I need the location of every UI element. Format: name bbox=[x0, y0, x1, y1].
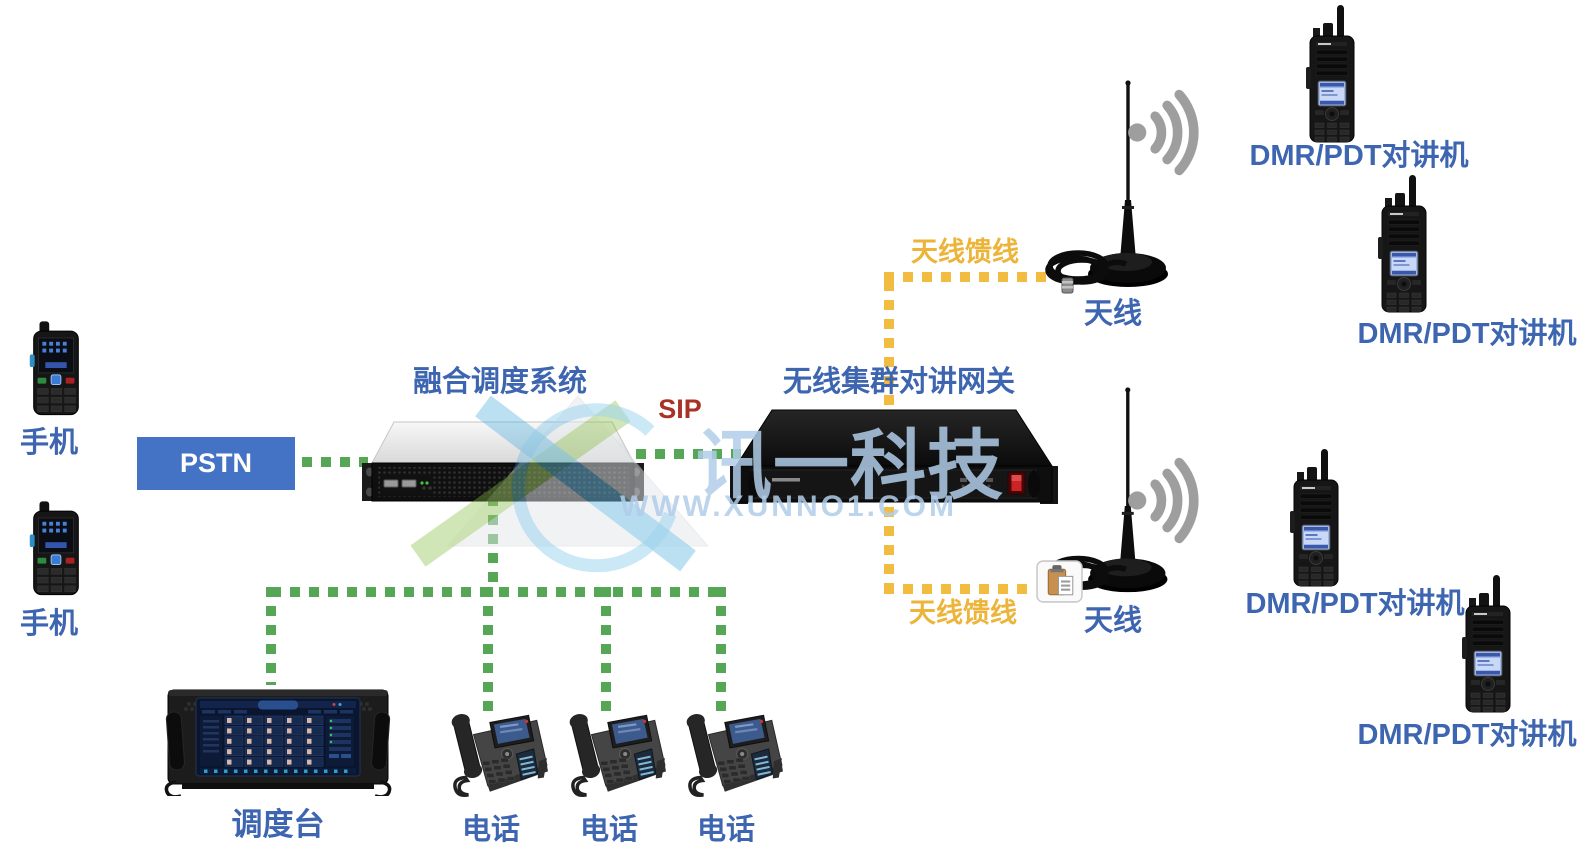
rf-signal-bottom-icon bbox=[1122, 452, 1210, 548]
gateway-image bbox=[730, 409, 1058, 504]
gateway-label: 无线集群对讲网关 bbox=[782, 366, 1015, 398]
pstn-box: PSTN bbox=[137, 437, 295, 490]
desk-phone-2-image bbox=[567, 710, 667, 797]
desk-phone-2-label: 电话 bbox=[579, 814, 638, 846]
feeder-bottom-horizontal bbox=[884, 584, 1036, 594]
desk-phone-1-label: 电话 bbox=[461, 814, 520, 846]
dispatch-system-label: 融合调度系统 bbox=[412, 366, 587, 398]
feeder-top-label: 天线馈线 bbox=[911, 237, 1019, 267]
link-to-phone1 bbox=[483, 587, 493, 713]
link-to-console bbox=[266, 587, 276, 685]
link-pstn-to-dispatch bbox=[302, 457, 368, 467]
dmr-radio-4-label: DMR/PDT对讲机 bbox=[1357, 719, 1577, 751]
antenna-top-label: 天线 bbox=[1083, 298, 1142, 330]
feeder-bottom-label: 天线馈线 bbox=[909, 598, 1017, 628]
pstn-label: PSTN bbox=[179, 448, 252, 478]
desk-phone-1-image bbox=[449, 710, 549, 797]
desk-phone-3-label: 电话 bbox=[696, 814, 755, 846]
antenna-bottom-label: 天线 bbox=[1083, 605, 1142, 637]
dmr-radio-2-label: DMR/PDT对讲机 bbox=[1357, 318, 1577, 350]
clipboard-icon bbox=[1036, 560, 1083, 603]
mobile-phone-1-label: 手机 bbox=[19, 427, 78, 459]
link-lan-trunk bbox=[271, 587, 726, 597]
feeder-bottom-vertical bbox=[884, 507, 894, 595]
console-label: 调度台 bbox=[231, 807, 325, 842]
link-to-phone3 bbox=[716, 587, 726, 713]
sip-label: SIP bbox=[658, 394, 702, 424]
desk-phone-3-image bbox=[684, 710, 784, 797]
feeder-top-vertical bbox=[884, 281, 894, 413]
dispatch-console-image bbox=[164, 689, 392, 796]
rf-signal-top-icon bbox=[1122, 84, 1210, 180]
dmr-radio-3-image bbox=[1289, 448, 1339, 587]
dmr-radio-3-label: DMR/PDT对讲机 bbox=[1245, 588, 1465, 620]
feeder-top-horizontal bbox=[884, 272, 1060, 282]
dmr-radio-1-image bbox=[1305, 4, 1355, 143]
link-to-phone2 bbox=[601, 587, 611, 713]
link-sip-dispatch-to-gateway bbox=[636, 449, 742, 459]
mobile-phone-2-label: 手机 bbox=[19, 608, 78, 640]
watermark-logo bbox=[410, 395, 710, 572]
dmr-radio-1-label: DMR/PDT对讲机 bbox=[1249, 140, 1469, 172]
mobile-phone-1-image bbox=[29, 320, 79, 416]
dmr-radio-2-image bbox=[1377, 174, 1427, 313]
mobile-phone-2-image bbox=[29, 500, 79, 596]
